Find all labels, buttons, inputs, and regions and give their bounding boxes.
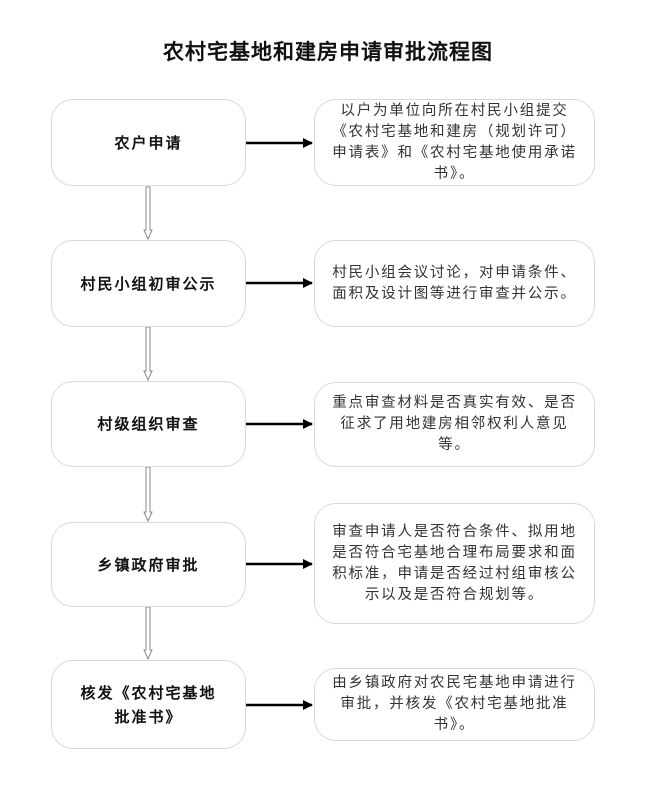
step-box-issue-approval-certificate: 核发《农村宅基地 批准书》 [51, 660, 246, 749]
step-description-2: 村民小组会议讨论，对申请条件、 面积及设计图等进行审查并公示。 [314, 240, 595, 327]
step-box-village-group-review: 村民小组初审公示 [51, 240, 246, 327]
step-description-3: 重点审查材料是否真实有效、是否 征求了用地建房相邻权利人意见 等。 [314, 382, 595, 467]
arrow-down-3 [143, 466, 153, 523]
step-box-farmer-application: 农户申请 [51, 99, 246, 186]
horizontal-arrows [246, 138, 313, 710]
step-description-1: 以户为单位向所在村民小组提交 《农村宅基地和建房（规划许可） 申请表》和《农村宅… [314, 99, 595, 186]
arrow-down-1 [143, 186, 153, 241]
step-box-township-approval: 乡镇政府审批 [51, 522, 246, 607]
step-description-4: 审查申请人是否符合条件、拟用地 是否符合宅基地合理布局要求和面 积标准，申请是否… [314, 503, 595, 624]
step-box-village-org-review: 村级组织审查 [51, 381, 246, 467]
vertical-arrows [143, 186, 153, 661]
page-title: 农村宅基地和建房申请审批流程图 [163, 39, 493, 64]
step-description-5: 由乡镇政府对农民宅基地申请进行 审批，并核发《农村宅基地批准 书》。 [314, 668, 595, 741]
arrow-down-4 [143, 606, 153, 661]
arrow-down-2 [143, 326, 153, 382]
